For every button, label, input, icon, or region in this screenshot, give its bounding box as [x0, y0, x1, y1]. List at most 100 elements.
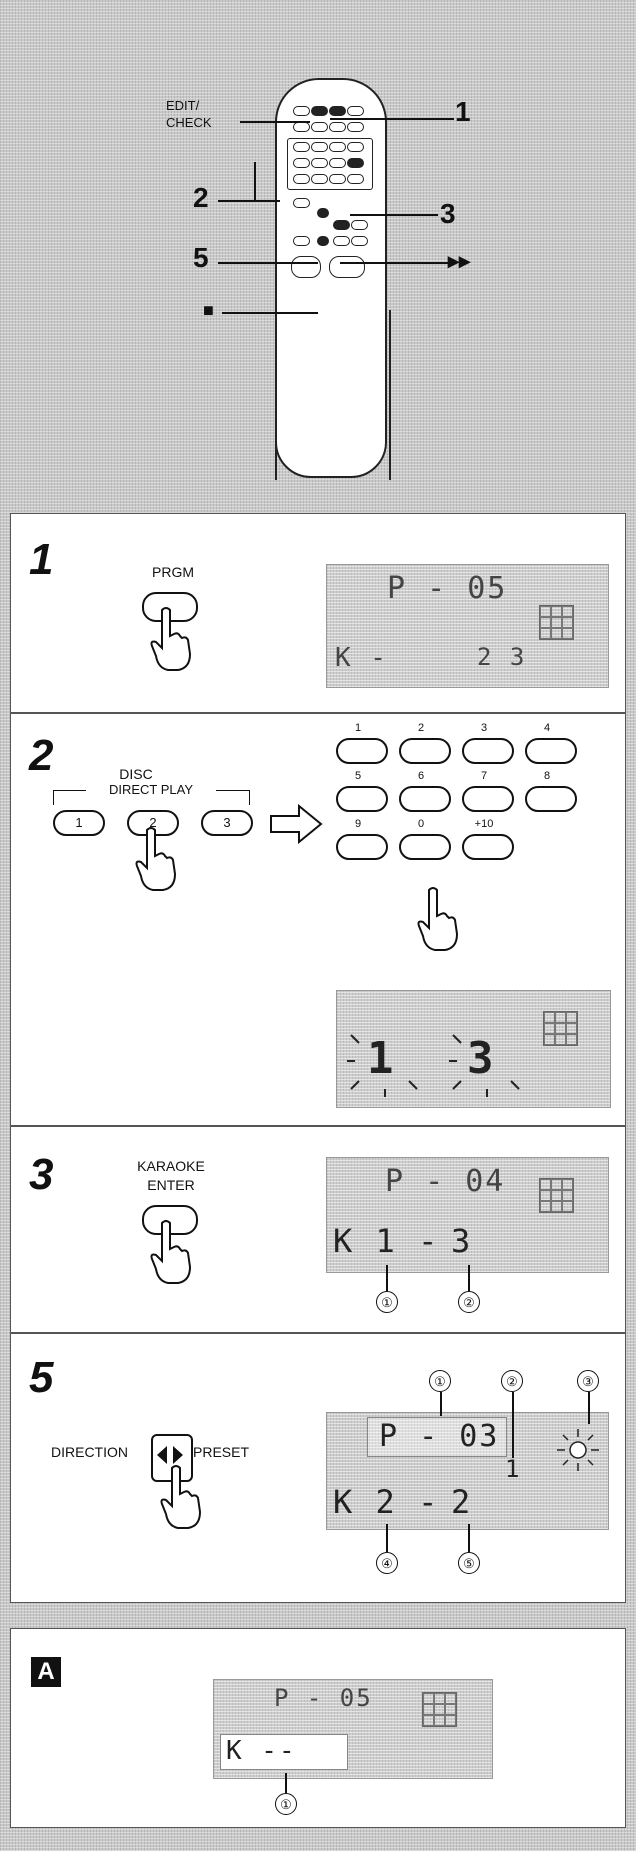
remote-button [347, 106, 364, 116]
number-key-4 [525, 738, 577, 764]
callout-line [340, 262, 448, 264]
preset-label: PRESET [193, 1444, 250, 1460]
step-number: 1 [29, 535, 54, 584]
lcd-karaoke-indicator: K -- [226, 1736, 297, 1766]
lcd-program-number: P - 05 [387, 571, 508, 606]
number-key-3 [462, 738, 514, 764]
remote-button [293, 236, 310, 246]
edit-check-label: EDIT/ CHECK [166, 98, 212, 130]
key-label-4: 4 [543, 722, 551, 734]
number-key-6 [399, 786, 451, 812]
remote-round-button [291, 256, 321, 278]
step-3-panel: 3 KARAOKE ENTER P - 04 K 1 - 3 ① ② [10, 1126, 626, 1333]
lcd-grid [539, 1178, 574, 1213]
step-5-panel: 5 DIRECTION PRESET ① ② ③ P - 03 1 K 2 - … [10, 1333, 626, 1603]
lcd-display: 1 3 [336, 990, 611, 1108]
callout-circle-1: ① [429, 1370, 451, 1392]
lcd-program-frame [367, 1417, 507, 1457]
remote-handle [275, 310, 391, 480]
left-right-arrows-icon [157, 1446, 183, 1464]
key-label-7: 7 [480, 770, 488, 782]
callout-circle-2: ② [501, 1370, 523, 1392]
lcd-highlight-box [220, 1734, 348, 1770]
callout-line [512, 1392, 514, 1458]
remote-button [311, 158, 328, 168]
callout-line [440, 1392, 442, 1416]
remote-round-button [329, 256, 365, 278]
lcd-program-number: P - 05 [274, 1684, 373, 1712]
remote-button [293, 106, 310, 116]
callout-line [386, 1265, 388, 1291]
callout-circle-1: ① [275, 1793, 297, 1815]
callout-line [222, 312, 318, 314]
lcd-grid [543, 1011, 578, 1046]
direction-label: DIRECTION [51, 1444, 128, 1460]
pressing-hand-icon [417, 887, 459, 951]
lcd-program-number: P - 03 [379, 1419, 500, 1454]
disc-label: DISC [119, 766, 153, 782]
pressing-hand-icon [150, 1220, 192, 1284]
callout-line [386, 1524, 388, 1552]
pressing-hand-icon [150, 607, 192, 671]
step-number: 2 [29, 731, 54, 780]
stop-symbol: ■ [203, 300, 214, 320]
remote-button [293, 142, 310, 152]
step-2-panel: 2 DISC DIRECT PLAY 1 2 3 1 2 3 4 5 6 7 8… [10, 713, 626, 1126]
sun-indicator-icon [557, 1429, 599, 1471]
callout-bracket [254, 162, 256, 202]
lcd-karaoke-number: K 2 - [333, 1483, 440, 1521]
callout-3: 3 [440, 198, 456, 229]
key-label-1: 1 [354, 722, 362, 734]
callout-circle-2: ② [458, 1291, 480, 1313]
callout-circle-3: ③ [577, 1370, 599, 1392]
remote-button [347, 122, 364, 132]
blink-rays-icon [449, 1034, 520, 1097]
remote-button [329, 142, 346, 152]
callout-line [240, 121, 310, 123]
disc-1-button: 1 [53, 810, 105, 836]
key-label-8: 8 [543, 770, 551, 782]
prgm-label: PRGM [152, 564, 194, 580]
callout-circle-4: ④ [376, 1552, 398, 1574]
remote-button [311, 174, 328, 184]
key-label-plus10: +10 [474, 818, 494, 830]
remote-button [329, 158, 346, 168]
step-1-panel: 1 PRGM P - 05 K - 2 3 [10, 513, 626, 713]
remote-button [333, 236, 350, 246]
pressing-hand-icon [135, 827, 177, 891]
callout-circle-1: ① [376, 1291, 398, 1313]
remote-button [293, 198, 310, 208]
remote-button-prgm [329, 106, 346, 116]
number-key-7 [462, 786, 514, 812]
callout-line [330, 118, 454, 120]
remote-button [347, 174, 364, 184]
key-label-5: 5 [354, 770, 362, 782]
key-label-2: 2 [417, 722, 425, 734]
remote-button [351, 236, 368, 246]
number-key-9 [336, 834, 388, 860]
remote-button [329, 122, 346, 132]
number-key-5 [336, 786, 388, 812]
blink-rays-icon [347, 1034, 418, 1097]
lcd-grid [539, 605, 574, 640]
callout-line [588, 1392, 590, 1424]
key-label-9: 9 [354, 818, 362, 830]
lcd-karaoke-indicator: K - [335, 643, 388, 673]
remote-button [351, 220, 368, 230]
callout-line [468, 1265, 470, 1291]
callout-line [468, 1524, 470, 1552]
ff-symbol: ▸▸ [448, 248, 471, 273]
callout-circle-5: ⑤ [458, 1552, 480, 1574]
lcd-disc-indicator: 2 3 [477, 643, 527, 671]
callout-line [350, 214, 438, 216]
lcd-track-number: 2 [451, 1483, 473, 1521]
remote-button [293, 158, 310, 168]
pressing-hand-icon [160, 1465, 202, 1529]
lcd-grid [422, 1692, 457, 1727]
lcd-program-number: P - 04 [385, 1164, 506, 1199]
remote-control-illustration [275, 78, 391, 480]
karaoke-enter-label: KARAOKE ENTER [137, 1158, 205, 1193]
number-key-2 [399, 738, 451, 764]
key-label-3: 3 [480, 722, 488, 734]
remote-numeric-area [287, 138, 373, 190]
